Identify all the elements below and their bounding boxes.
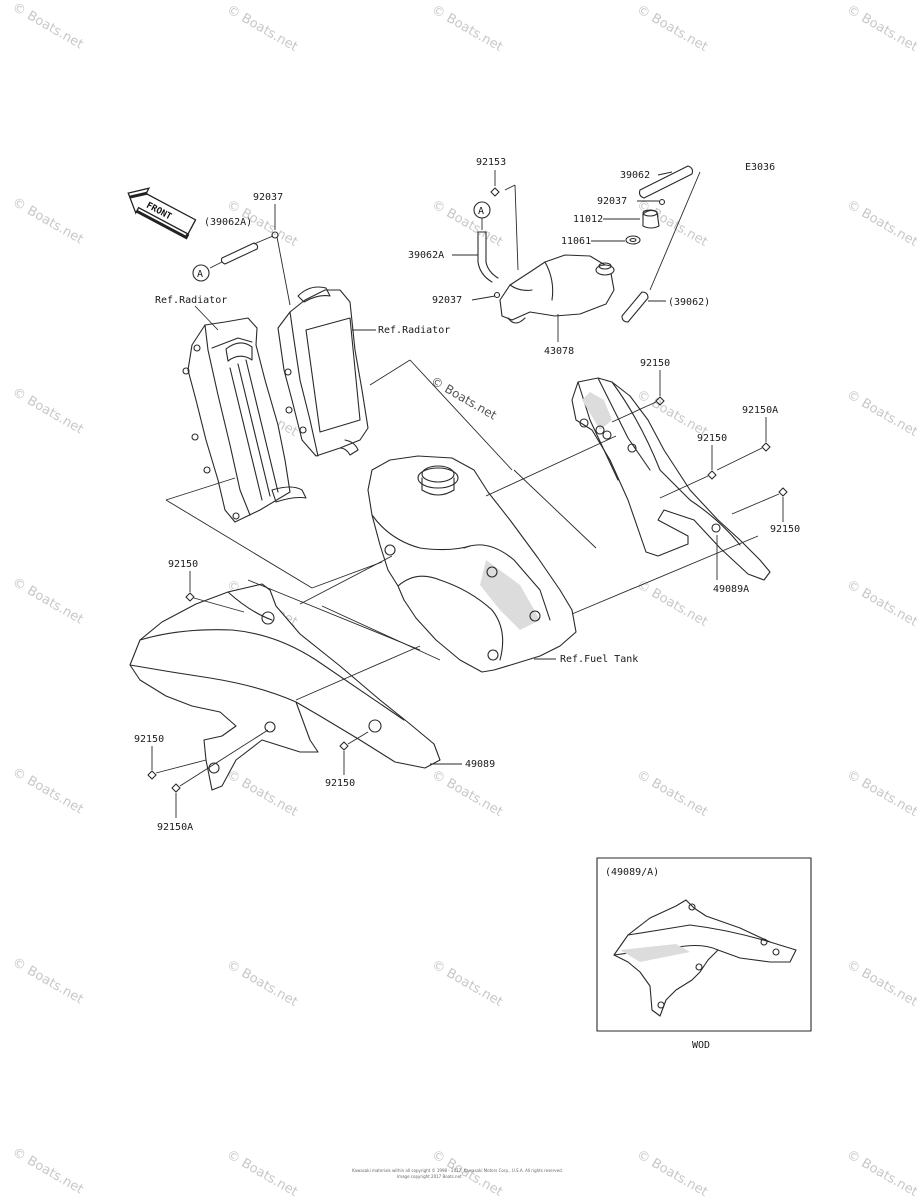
callout-49089a: 49089A — [713, 584, 749, 595]
callout-92037-right: 92037 — [597, 196, 627, 207]
watermark: © Boats.net — [224, 767, 300, 820]
front-arrow-icon: FRONT — [127, 187, 197, 240]
watermark: © Boats.net — [429, 2, 505, 55]
watermark: © Boats.net — [224, 957, 300, 1010]
watermark: © Boats.net — [844, 197, 917, 250]
callout-39062: 39062 — [620, 170, 650, 181]
watermark: © Boats.net — [634, 767, 710, 820]
watermark: © Boats.net — [10, 0, 86, 52]
callout-49089: 49089 — [465, 759, 495, 770]
circle-a-label: A — [478, 206, 484, 217]
callout-11061: 11061 — [561, 236, 591, 247]
watermark: © Boats.net — [224, 1147, 300, 1200]
circle-a-label: A — [197, 269, 203, 280]
inset-box: (49089/A) WOD — [596, 857, 812, 1051]
callout-92150-l2: 92150 — [325, 778, 355, 789]
callout-43078: 43078 — [544, 346, 574, 357]
callout-92153: 92153 — [476, 157, 506, 168]
footer-copyright: Kawasaki materials within all copyright … — [352, 1168, 563, 1173]
inset-caption: WOD — [692, 1040, 710, 1051]
callout-39062a: (39062A) — [204, 217, 252, 228]
ref-radiator-right: Ref.Radiator — [378, 325, 450, 336]
hose-39062a-left: A — [192, 231, 279, 282]
callout-92037: 92037 — [253, 192, 283, 203]
callout-92150-r1: 92150 — [640, 358, 670, 369]
callout-92150a-l: 92150A — [157, 822, 193, 833]
watermark: © Boats.net — [10, 385, 86, 438]
watermark: © Boats.net — [224, 2, 300, 55]
inset-title: (49089/A) — [605, 867, 659, 878]
watermark: © Boats.net — [844, 1147, 917, 1200]
radiator-left — [182, 317, 307, 523]
diagram-code: E3036 — [745, 162, 775, 173]
callout-39062-paren: (39062) — [668, 297, 710, 308]
callout-92150-l1: 92150 — [168, 559, 198, 570]
watermark: © Boats.net — [844, 577, 917, 630]
watermark: © Boats.net — [634, 577, 710, 630]
inset-shroud — [613, 899, 797, 1017]
ref-fuel-tank: Ref.Fuel Tank — [560, 654, 638, 665]
shroud-right-49089a — [571, 377, 771, 581]
construction-lines — [165, 359, 759, 701]
ref-radiator-left: Ref.Radiator — [155, 295, 227, 306]
watermark: © Boats.net — [844, 767, 917, 820]
callout-92150a-r: 92150A — [742, 405, 778, 416]
footer-image-copyright: Image copyright 2017 Boats.net — [397, 1174, 462, 1179]
fuel-tank — [367, 455, 577, 673]
watermark: © Boats.net — [844, 2, 917, 55]
watermark: © Boats.net — [429, 767, 505, 820]
watermark: © Boats.net — [10, 575, 86, 628]
callout-92150-r2: 92150 — [697, 433, 727, 444]
watermark: © Boats.net — [429, 957, 505, 1010]
callout-92150-r3: 92150 — [770, 524, 800, 535]
watermark: © Boats.net — [634, 2, 710, 55]
callout-11012: 11012 — [573, 214, 603, 225]
radiator-right — [277, 286, 369, 457]
callout-39062a-mid: 39062A — [408, 250, 444, 261]
watermark: © Boats.net — [844, 957, 917, 1010]
watermark: © Boats.net — [10, 1145, 86, 1198]
watermark: © Boats.net — [10, 195, 86, 248]
watermark-center: © Boats.net — [429, 374, 500, 423]
watermark: © Boats.net — [10, 955, 86, 1008]
reference-circle-a — [192, 264, 210, 282]
watermark: © Boats.net — [429, 197, 505, 250]
reservoir-tank — [499, 254, 615, 324]
watermark: © Boats.net — [844, 387, 917, 440]
callout-92037-mid: 92037 — [432, 295, 462, 306]
callout-92150-l3: 92150 — [134, 734, 164, 745]
watermark: © Boats.net — [634, 1147, 710, 1200]
watermark: © Boats.net — [10, 765, 86, 818]
